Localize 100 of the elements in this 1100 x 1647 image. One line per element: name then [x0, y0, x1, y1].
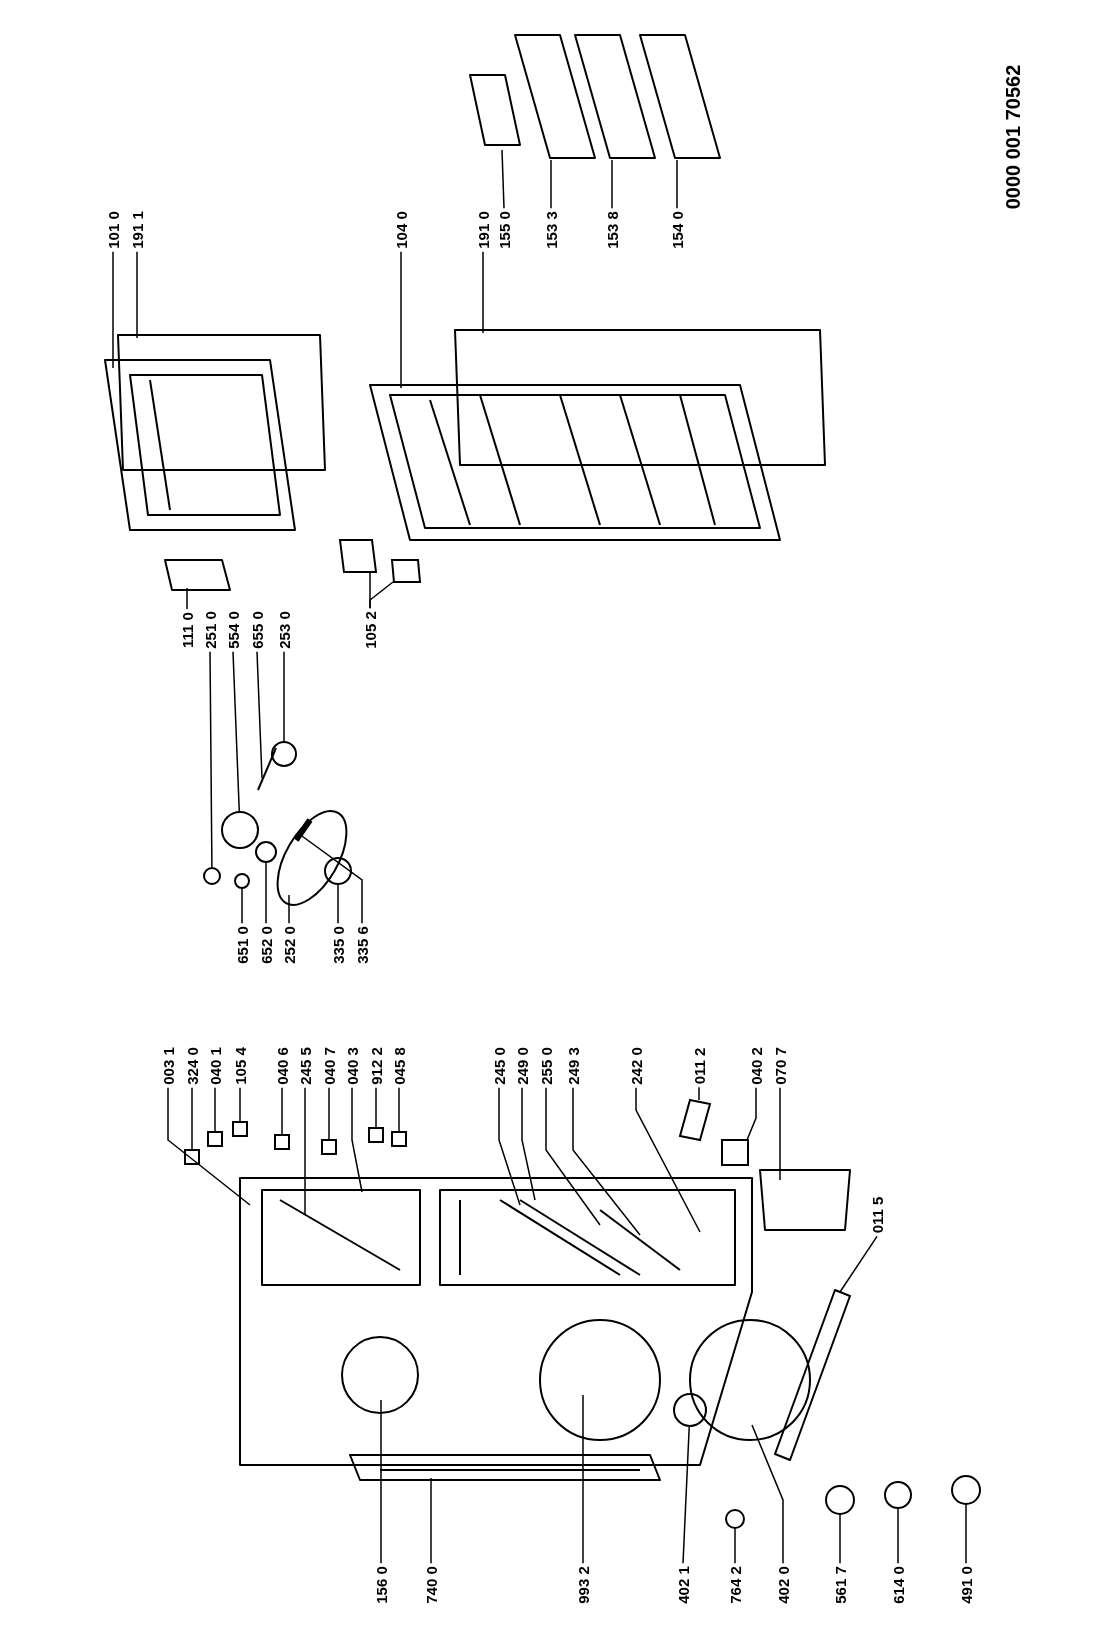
leader-line — [241, 887, 243, 924]
part-drawing — [274, 1134, 290, 1150]
round-part-drawing — [234, 873, 250, 889]
part-drawing — [184, 1149, 200, 1165]
leader-line — [897, 1507, 899, 1564]
round-part-drawing — [951, 1475, 981, 1505]
leader-line — [582, 1394, 584, 1564]
callout-number: 561 7 — [831, 1566, 849, 1604]
leader-line — [167, 1087, 251, 1206]
leader-line — [301, 835, 363, 924]
callout-number: 251 0 — [201, 611, 219, 649]
leader-line — [779, 1087, 781, 1181]
callout-number: 912 2 — [367, 1047, 385, 1085]
callout-number: 153 8 — [603, 211, 621, 249]
leader-line — [304, 1087, 306, 1216]
leader-line — [375, 1087, 377, 1129]
callout-number: 153 3 — [542, 211, 560, 249]
part-drawing — [721, 1139, 749, 1166]
callout-number: 245 0 — [490, 1047, 508, 1085]
round-part-drawing — [203, 867, 221, 885]
callout-number: 740 0 — [422, 1566, 440, 1604]
leader-line — [550, 159, 552, 209]
callout-number: 104 0 — [392, 211, 410, 249]
round-part-drawing — [324, 857, 352, 885]
callout-number: 491 0 — [957, 1566, 975, 1604]
leader-line — [369, 581, 394, 609]
leader-line — [380, 1399, 382, 1564]
part-drawing — [678, 1098, 712, 1142]
callout-number: 156 0 — [372, 1566, 390, 1604]
leader-line — [698, 1086, 700, 1101]
leader-line — [572, 1087, 641, 1236]
callout-number: 154 0 — [668, 211, 686, 249]
callout-number: 554 0 — [224, 611, 242, 649]
leader-line — [611, 159, 613, 209]
callout-number: 652 0 — [257, 926, 275, 964]
leader-line — [232, 651, 241, 813]
callout-number: 252 0 — [280, 926, 298, 964]
round-part-drawing — [825, 1485, 855, 1515]
callout-number: 101 0 — [104, 211, 122, 249]
leader-line — [734, 1527, 736, 1564]
leader-line — [328, 1087, 330, 1141]
callout-number: 245 5 — [296, 1047, 314, 1085]
callout-number: 155 0 — [495, 211, 513, 249]
leader-line — [398, 1087, 400, 1133]
leader-line — [209, 651, 213, 869]
leader-line — [482, 251, 484, 334]
leader-line — [337, 883, 339, 924]
callout-number: 105 4 — [231, 1047, 249, 1085]
leader-line — [682, 1425, 690, 1564]
callout-number: 249 3 — [564, 1047, 582, 1085]
drawing-number: 0000 001 70562 — [1002, 64, 1024, 210]
callout-number: 249 0 — [513, 1047, 531, 1085]
callout-number: 040 3 — [343, 1047, 361, 1085]
leader-line — [191, 1087, 193, 1151]
callout-number: 402 0 — [774, 1566, 792, 1604]
callout-number: 651 0 — [233, 926, 251, 964]
part-drawing — [390, 559, 422, 583]
callout-number: 614 0 — [889, 1566, 907, 1604]
callout-number: 335 6 — [353, 926, 371, 964]
leader-line — [501, 149, 505, 209]
leader-line — [265, 861, 267, 924]
leader-line — [965, 1503, 967, 1564]
leader-line — [400, 251, 402, 389]
part-drawing — [368, 1127, 384, 1143]
round-part-drawing — [271, 741, 297, 767]
callout-number: 335 0 — [329, 926, 347, 964]
leader-line — [521, 1087, 536, 1201]
callout-number: 003 1 — [159, 1047, 177, 1085]
callout-number: 045 8 — [390, 1047, 408, 1085]
callout-number: 191 0 — [474, 211, 492, 249]
round-part-drawing — [725, 1509, 745, 1529]
leader-line — [351, 1087, 363, 1193]
leader-line — [288, 894, 290, 924]
callout-number: 655 0 — [248, 611, 266, 649]
leader-line — [751, 1424, 784, 1564]
leader-line — [239, 1087, 241, 1123]
leader-line — [676, 159, 678, 209]
callout-number: 764 2 — [726, 1566, 744, 1604]
callout-number: 191 1 — [128, 211, 146, 249]
callout-number: 011 2 — [690, 1047, 708, 1085]
part-drawing — [232, 1121, 248, 1137]
part-drawing — [321, 1139, 337, 1155]
callout-number: 040 7 — [320, 1047, 338, 1085]
callout-number: 993 2 — [574, 1566, 592, 1604]
leader-line — [839, 1235, 878, 1293]
leader-line — [839, 1513, 841, 1564]
callout-number: 070 7 — [771, 1047, 789, 1085]
callout-number: 253 0 — [275, 611, 293, 649]
callout-number: 242 0 — [627, 1047, 645, 1085]
round-part-drawing — [221, 811, 259, 849]
leader-line — [281, 1087, 283, 1136]
leader-line — [430, 1477, 432, 1564]
callout-number: 105 2 — [361, 611, 379, 649]
part-drawing — [391, 1131, 407, 1147]
leader-line — [256, 651, 263, 779]
callout-number: 011 5 — [868, 1196, 886, 1234]
round-part-drawing — [255, 841, 277, 863]
leader-line — [283, 651, 285, 743]
round-part-drawing — [884, 1481, 912, 1509]
callout-number: 255 0 — [537, 1047, 555, 1085]
